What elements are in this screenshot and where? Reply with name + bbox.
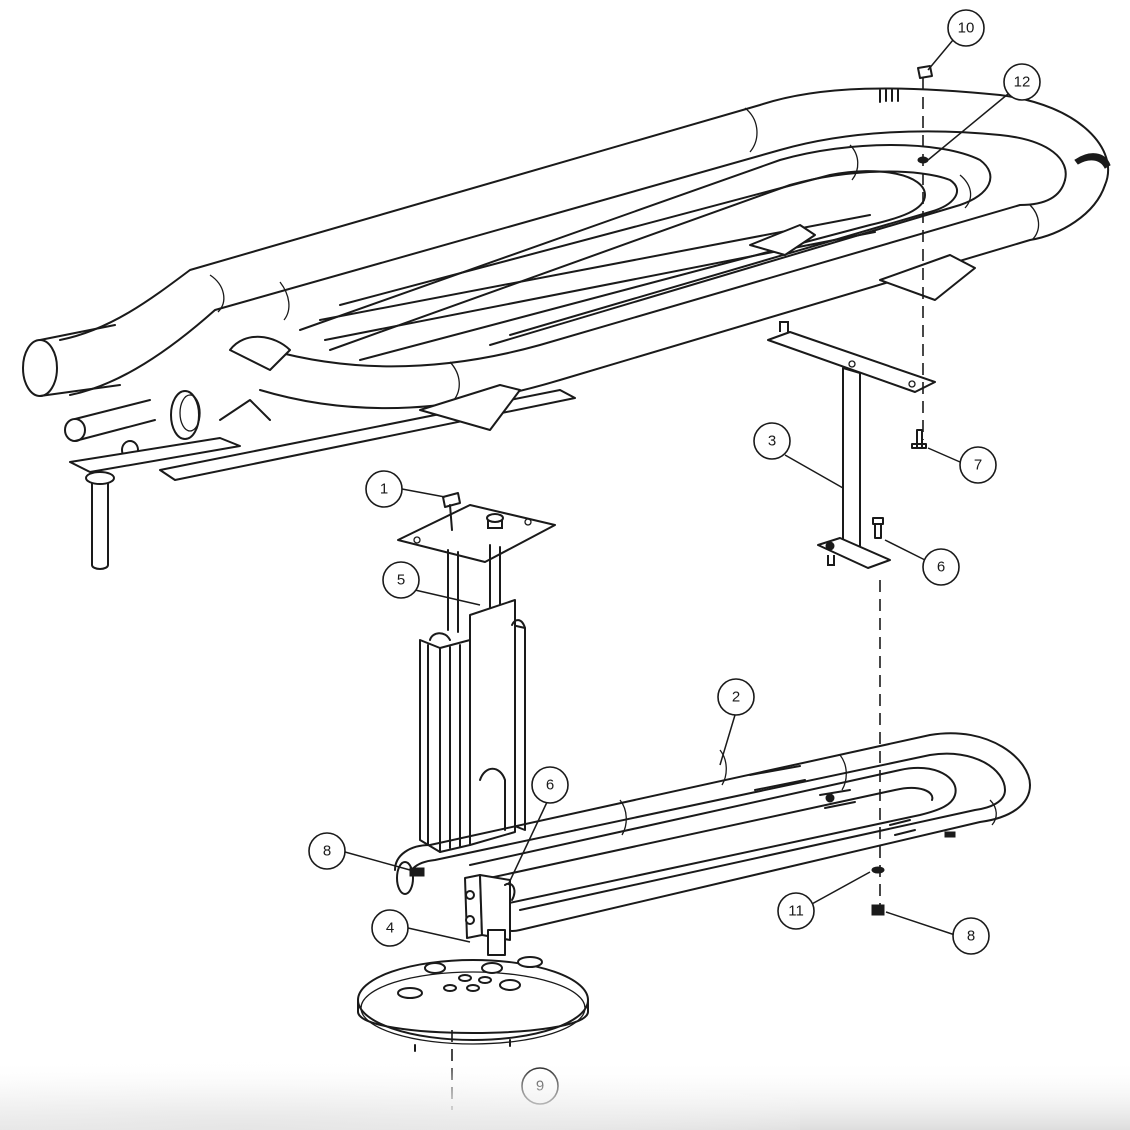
callout-3: 3 xyxy=(753,422,791,460)
upper-tube-end-cap-left xyxy=(22,339,58,397)
svg-text:8: 8 xyxy=(323,843,331,860)
callout-1: 1 xyxy=(365,470,403,508)
fasteners xyxy=(409,65,933,916)
bottom-fade-overlay xyxy=(0,1060,1130,1130)
callout-6-upper: 6 xyxy=(922,548,960,586)
base-disc-part-9 xyxy=(357,956,589,1052)
callout-6-lower: 6 xyxy=(531,766,569,804)
svg-text:4: 4 xyxy=(386,920,394,937)
upper-tube-frame xyxy=(22,87,1111,570)
svg-text:2: 2 xyxy=(732,689,740,706)
svg-text:9: 9 xyxy=(536,1078,544,1095)
callout-9: 9 xyxy=(521,1067,559,1105)
bolt-1-head xyxy=(442,492,461,508)
callout-4: 4 xyxy=(371,909,409,947)
callout-12: 12 xyxy=(1003,63,1041,101)
svg-text:8: 8 xyxy=(967,928,975,945)
leader-lines xyxy=(344,39,1009,943)
callout-11: 11 xyxy=(777,892,815,930)
svg-text:1: 1 xyxy=(380,481,388,498)
nut-8-right xyxy=(871,904,885,916)
nut-8-left xyxy=(409,867,425,877)
column-assembly-part-5 xyxy=(397,504,556,853)
callout-bubbles: 1 2 3 4 5 6 6 7 8 8 9 10 11 12 xyxy=(308,9,1041,1105)
callout-5: 5 xyxy=(382,561,420,599)
svg-text:7: 7 xyxy=(974,457,982,474)
callout-7: 7 xyxy=(959,446,997,484)
callout-8-left: 8 xyxy=(308,832,346,870)
bottom-fade-glow xyxy=(0,1040,800,1130)
screw-6-upper xyxy=(872,517,884,539)
callout-10: 10 xyxy=(947,9,985,47)
assembly-center-lines xyxy=(451,78,924,1110)
svg-text:6: 6 xyxy=(546,777,554,794)
svg-text:11: 11 xyxy=(788,903,804,920)
svg-text:3: 3 xyxy=(768,433,776,450)
lower-tube-loop-part-2 xyxy=(394,732,1031,932)
svg-text:6: 6 xyxy=(937,559,945,576)
svg-text:5: 5 xyxy=(397,572,405,589)
callout-2: 2 xyxy=(717,678,755,716)
t-bracket-part-3 xyxy=(767,321,936,569)
svg-text:12: 12 xyxy=(1014,74,1031,91)
screw-7 xyxy=(911,429,927,449)
svg-text:10: 10 xyxy=(958,20,975,37)
callout-8-right: 8 xyxy=(952,917,990,955)
base-clamp-part-4 xyxy=(464,874,516,956)
washer-11 xyxy=(871,866,885,874)
